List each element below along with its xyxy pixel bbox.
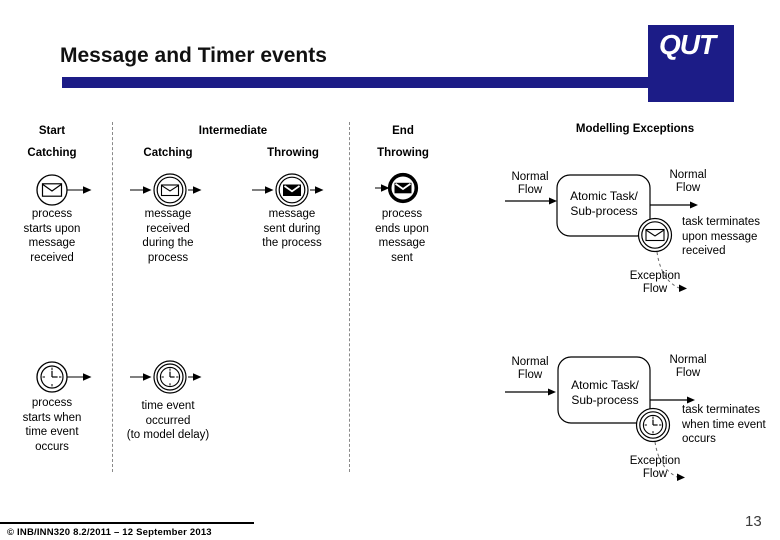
title-underline-bar (62, 77, 652, 88)
subheader-end-throwing: Throwing (377, 147, 429, 159)
footer-divider (0, 522, 254, 524)
atomic-task-label: Atomic Task/ Sub-process (570, 189, 638, 218)
normal-flow-in-label: Normal Flow (511, 171, 549, 196)
page-number: 13 (745, 513, 762, 530)
exception-flow-label: Exception Flow (629, 455, 681, 480)
event-caption: message received during the process (142, 208, 194, 264)
event-caption: time event occurred (to model delay) (126, 400, 210, 441)
subheader-start-catching: Catching (27, 147, 77, 159)
timer-start-catching-event-icon (36, 361, 92, 393)
message-start-catching-event-icon (36, 174, 92, 206)
task-terminates-note: task terminates upon message received (682, 216, 760, 257)
exception-flow-label: Exception Flow (629, 270, 681, 295)
exceptions-title: Modelling Exceptions (575, 123, 695, 135)
timer-boundary-event-icon (635, 407, 671, 443)
normal-flow-out-label: Normal Flow (669, 169, 707, 194)
column-header-intermediate: Intermediate (198, 125, 268, 137)
normal-flow-in-label: Normal Flow (511, 356, 549, 381)
message-intermediate-throwing-event-icon (252, 173, 324, 207)
normal-flow-out-label: Normal Flow (669, 354, 707, 379)
atomic-task-box (557, 356, 651, 424)
subheader-intermediate-throwing: Throwing (267, 147, 319, 159)
page-title: Message and Timer events (60, 44, 327, 67)
qut-logo-text: QUT (659, 29, 716, 60)
column-header-start: Start (38, 125, 66, 137)
atomic-task-label: Atomic Task/ Sub-process (571, 378, 639, 407)
task-terminates-note: task terminates when time event occurs (682, 404, 766, 445)
message-exception-diagram (505, 174, 698, 292)
column-header-end: End (392, 125, 414, 137)
footer-credit: © INB/INN320 8.2/2011 – 12 September 201… (7, 527, 212, 538)
event-caption: process starts upon message received (23, 208, 81, 264)
event-caption: process ends upon message sent (375, 208, 429, 264)
message-boundary-event-icon (637, 217, 673, 253)
qut-logo: QUT (648, 25, 734, 102)
subheader-intermediate-catching: Catching (143, 147, 193, 159)
timer-intermediate-catching-event-icon (130, 360, 202, 394)
event-caption: process starts when time event occurs (22, 397, 82, 453)
message-end-throwing-event-icon (375, 172, 419, 204)
event-caption: message sent during the process (262, 208, 322, 249)
exception-flow-connector (656, 251, 680, 289)
timer-exception-diagram (505, 356, 695, 481)
message-intermediate-catching-event-icon (130, 173, 202, 207)
column-divider (112, 122, 113, 472)
column-divider (349, 122, 350, 472)
